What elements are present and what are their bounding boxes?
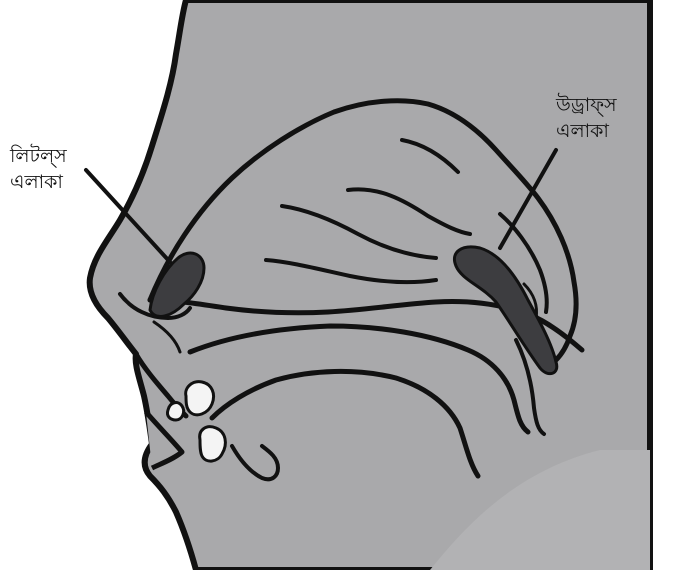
woodruffs-area-label-line2: এলাকা bbox=[556, 118, 617, 144]
littles-area-label: লিটল্স এলাকা bbox=[10, 143, 67, 195]
woodruffs-area-label-line1: উড্রাফ্স bbox=[556, 92, 617, 118]
littles-area-label-line1: লিটল্স bbox=[10, 143, 67, 169]
littles-area-label-line2: এলাকা bbox=[10, 169, 67, 195]
upper-tooth bbox=[186, 382, 214, 415]
tooth-small bbox=[167, 403, 183, 420]
lower-tooth bbox=[200, 427, 226, 461]
woodruffs-area-label: উড্রাফ্স এলাকা bbox=[556, 92, 617, 144]
